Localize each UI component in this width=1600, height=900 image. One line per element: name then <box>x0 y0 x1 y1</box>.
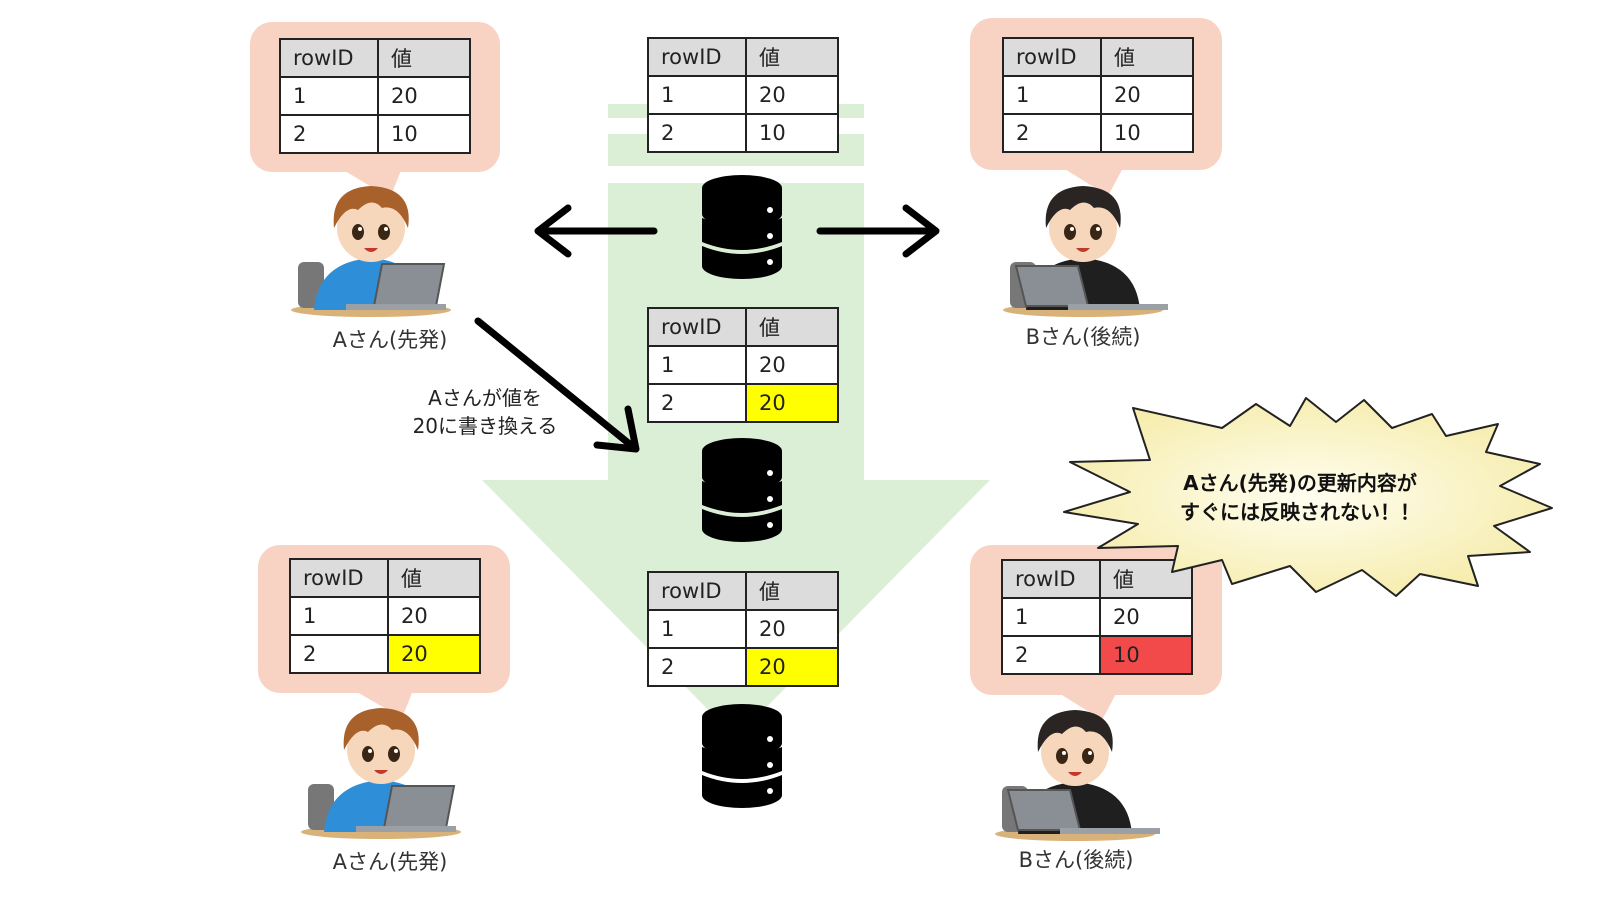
cell-rowid: 2 <box>647 647 747 687</box>
burst-text-line2: すぐには反映されない！！ <box>1180 500 1420 524</box>
cell-rowid: 2 <box>647 383 747 423</box>
cell-value-stale: 10 <box>1099 635 1193 675</box>
user-b-top-icon <box>1003 186 1168 317</box>
cell-rowid: 1 <box>1001 597 1101 637</box>
header-value: 値 <box>387 558 481 598</box>
update-note-line1: Aさんが値を <box>428 386 542 410</box>
cell-value: 20 <box>745 75 839 115</box>
header-rowid: rowID <box>1002 37 1102 77</box>
header-value: 値 <box>745 307 839 347</box>
cell-value: 20 <box>1100 75 1194 115</box>
cell-rowid: 1 <box>279 76 379 116</box>
cell-value-updated: 20 <box>745 647 839 687</box>
header-value: 値 <box>1100 37 1194 77</box>
cell-rowid: 2 <box>279 114 379 154</box>
user-a-label-bottom: Aさん(先発) <box>332 850 448 874</box>
cell-value: 20 <box>745 609 839 649</box>
header-rowid: rowID <box>647 571 747 611</box>
cell-rowid: 1 <box>647 609 747 649</box>
cell-value: 10 <box>745 113 839 153</box>
database-icon <box>702 175 782 279</box>
user-a-bottom-icon <box>301 708 461 839</box>
user-b-label-top: Bさん(後続) <box>1025 325 1141 349</box>
cell-rowid: 2 <box>1001 635 1101 675</box>
user-a-label-top: Aさん(先発) <box>332 328 448 352</box>
header-rowid: rowID <box>279 38 379 78</box>
cell-value: 20 <box>1099 597 1193 637</box>
header-value: 値 <box>377 38 471 78</box>
database-icon <box>702 438 782 542</box>
cell-value: 20 <box>377 76 471 116</box>
header-rowid: rowID <box>647 307 747 347</box>
cell-value: 10 <box>1100 113 1194 153</box>
header-value: 値 <box>745 37 839 77</box>
burst-text-line1: Aさん(先発)の更新内容が <box>1183 471 1417 495</box>
cell-value-updated: 20 <box>745 383 839 423</box>
burst-text: Aさん(先発)の更新内容が すぐには反映されない！！ <box>1150 469 1450 527</box>
cell-rowid: 1 <box>647 345 747 385</box>
cell-rowid: 2 <box>289 634 389 674</box>
user-b-label-bottom: Bさん(後続) <box>1018 848 1134 872</box>
cell-rowid: 1 <box>1002 75 1102 115</box>
cell-rowid: 1 <box>289 596 389 636</box>
cell-value-updated: 20 <box>387 634 481 674</box>
user-b-bottom-icon <box>995 710 1160 841</box>
cell-rowid: 2 <box>647 113 747 153</box>
header-value: 値 <box>745 571 839 611</box>
header-rowid: rowID <box>647 37 747 77</box>
cell-rowid: 1 <box>647 75 747 115</box>
cell-value: 10 <box>377 114 471 154</box>
user-a-top-icon <box>291 186 451 317</box>
cell-rowid: 2 <box>1002 113 1102 153</box>
cell-value: 20 <box>745 345 839 385</box>
update-note: Aさんが値を 20に書き換える <box>380 384 590 440</box>
header-rowid: rowID <box>289 558 389 598</box>
update-note-line2: 20に書き換える <box>412 414 558 438</box>
header-rowid: rowID <box>1001 559 1101 599</box>
cell-value: 20 <box>387 596 481 636</box>
database-icon <box>702 704 782 808</box>
